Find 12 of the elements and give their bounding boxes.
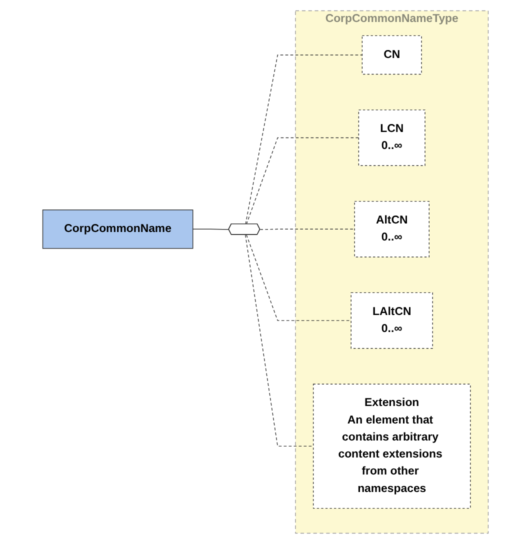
connector bbox=[192, 228, 230, 230]
node-box: Extension An element that contains arbitrary content extensions from other namespaces bbox=[312, 384, 471, 509]
node-box: LCN 0..∞ bbox=[358, 110, 426, 166]
node-box: CorpCommonName bbox=[42, 210, 194, 249]
connector bbox=[245, 54, 363, 225]
connector bbox=[260, 228, 355, 230]
node-box: LAltCN 0..∞ bbox=[350, 292, 433, 349]
node-box: CN bbox=[362, 35, 422, 75]
node-box: AltCN 0..∞ bbox=[354, 200, 430, 258]
connector bbox=[246, 137, 360, 225]
connector bbox=[246, 234, 352, 321]
connector bbox=[245, 234, 314, 447]
